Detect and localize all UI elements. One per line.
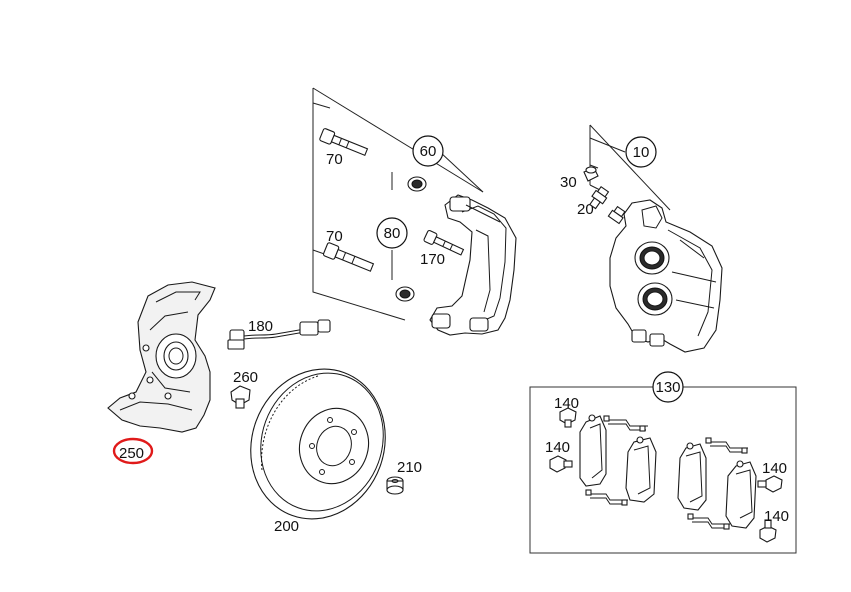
callout-250: 250: [119, 445, 144, 462]
brake-pad-4[interactable]: [725, 460, 757, 529]
pad-clip-bottom-left: [585, 489, 628, 506]
callout-200: 200: [274, 518, 299, 535]
bolt-140-b[interactable]: [549, 455, 573, 473]
callout-60[interactable]: 60: [412, 135, 444, 167]
callout-60-label: 60: [420, 143, 437, 160]
brake-pad-1[interactable]: [579, 414, 607, 487]
guide-bushing-80-upper[interactable]: [407, 176, 427, 192]
callout-210: 210: [397, 459, 422, 476]
brake-pad-3[interactable]: [677, 442, 707, 511]
brake-caliper-10[interactable]: [609, 199, 723, 353]
callout-80-label: 80: [384, 225, 401, 242]
callout-130[interactable]: 130: [652, 371, 684, 403]
callout-170: 170: [420, 251, 445, 268]
bolt-140-c[interactable]: [757, 475, 783, 493]
bolt-140-a[interactable]: [559, 407, 577, 428]
callout-30: 30: [560, 174, 577, 191]
callout-140-d: 140: [764, 508, 789, 525]
brake-disc-200[interactable]: [230, 350, 406, 538]
splash-shield-250[interactable]: [107, 281, 216, 433]
carrier-group-bracket: [312, 87, 484, 321]
callout-80[interactable]: 80: [376, 217, 408, 249]
callout-140-a: 140: [554, 395, 579, 412]
callout-10[interactable]: 10: [625, 136, 657, 168]
bleeder-fitting: [607, 205, 626, 225]
callout-180: 180: [248, 318, 273, 335]
bolt-140-d[interactable]: [759, 519, 777, 543]
callout-260: 260: [233, 369, 258, 386]
screw-210[interactable]: [386, 476, 404, 495]
wear-sensor-180[interactable]: [227, 319, 331, 350]
caliper-carrier-60[interactable]: [429, 194, 517, 336]
guide-bolt-70-upper[interactable]: [319, 128, 369, 158]
bleeder-screw-20[interactable]: [587, 185, 610, 211]
callout-20: 20: [577, 201, 594, 218]
callout-140-c: 140: [762, 460, 787, 477]
pad-clip-bottom-right: [687, 513, 730, 530]
callout-140-b: 140: [545, 439, 570, 456]
callout-70-lower: 70: [326, 228, 343, 245]
callout-70-upper: 70: [326, 151, 343, 168]
callout-130-label: 130: [655, 379, 680, 396]
screw-260[interactable]: [230, 385, 251, 409]
callout-10-label: 10: [633, 144, 650, 161]
pad-clip-top-right: [705, 437, 748, 454]
guide-bushing-80-lower[interactable]: [395, 286, 415, 302]
dust-cap-30[interactable]: [583, 166, 599, 182]
brake-pad-2[interactable]: [625, 436, 657, 503]
highlight-ring-250: [112, 437, 154, 465]
guide-bolt-70-lower[interactable]: [322, 242, 375, 274]
caliper-bolt-170[interactable]: [423, 230, 465, 258]
pad-clip-top-left: [603, 415, 648, 432]
